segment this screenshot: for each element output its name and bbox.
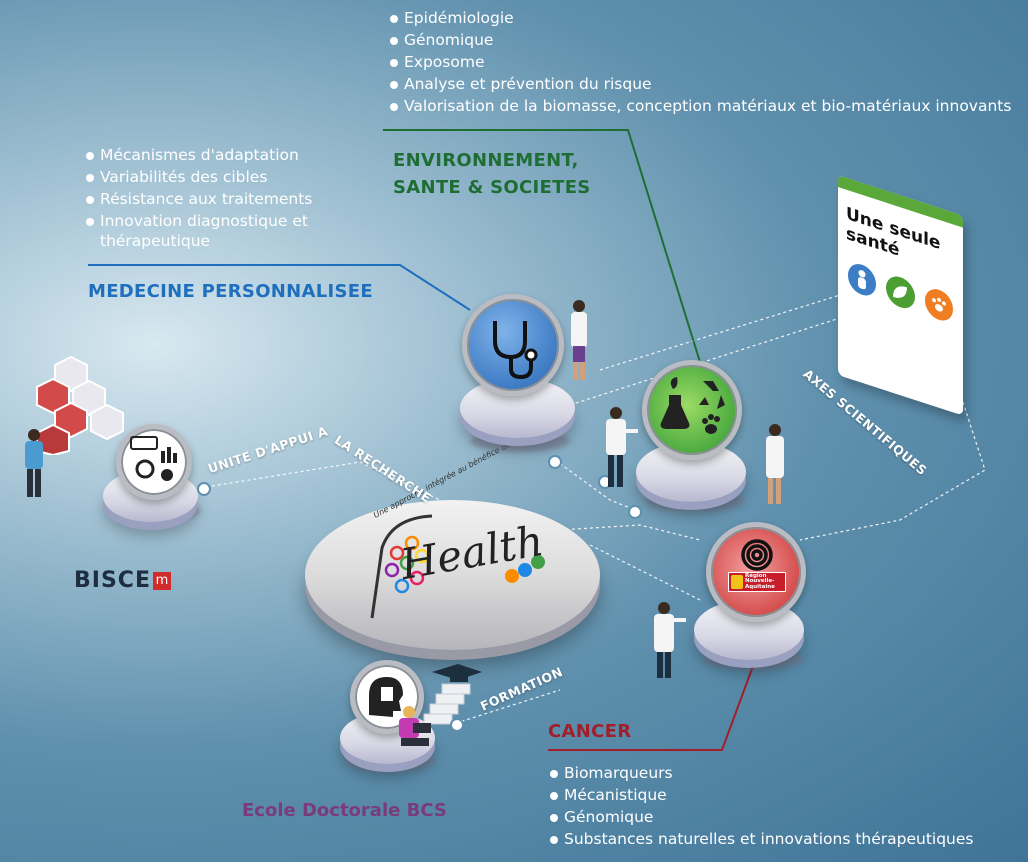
cancer-logo-icon <box>741 539 773 571</box>
bullet-item: Mécanistique <box>548 784 974 806</box>
region-text: Nouvelle- <box>745 578 775 585</box>
chat-icon <box>130 436 158 450</box>
scientist-figure <box>606 407 638 487</box>
environnement-node-icon <box>642 360 742 460</box>
doctor-pointing-figure <box>654 602 686 678</box>
bisce-label: BISCE m <box>74 568 171 593</box>
warning-icon <box>161 469 173 481</box>
region-text: Région <box>745 572 767 579</box>
bisce-badge: m <box>152 571 171 590</box>
human-icon <box>848 260 877 300</box>
stethoscope-icon <box>493 321 538 380</box>
bar-chart-icon <box>161 447 177 463</box>
bullet-item: Biomarqueurs <box>548 762 974 784</box>
bullet-item: Exposome <box>388 51 1011 73</box>
heading-line: ENVIRONNEMENT, <box>393 150 579 171</box>
recycle-icon <box>699 381 725 409</box>
brain-book-icon <box>369 677 403 717</box>
medecine-bullets: Mécanismes d'adaptation Variabilités des… <box>84 144 312 232</box>
doctor-figure <box>571 300 587 380</box>
student-figure <box>399 706 431 746</box>
stethoscope-node-icon <box>462 294 564 396</box>
bullet-item: Innovation diagnostique et <box>84 210 312 232</box>
connector-dot <box>628 505 642 519</box>
connector-dot <box>197 482 211 496</box>
bullet-continuation: thérapeutique <box>100 232 211 250</box>
cancer-heading: CANCER <box>548 721 632 742</box>
connector-dot <box>450 718 464 732</box>
bullet-item: Valorisation de la biomasse, conception … <box>388 95 1011 117</box>
paw-icon <box>924 285 953 325</box>
bullet-item: Substances naturelles et innovations thé… <box>548 828 974 850</box>
bullet-item: Mécanismes d'adaptation <box>84 144 312 166</box>
analyst-figure <box>25 429 43 497</box>
gear-icon <box>135 459 155 479</box>
one-health-card: Une seule santé <box>838 175 963 416</box>
paw-print-icon <box>702 414 720 434</box>
region-text: Aquitaine <box>745 583 775 590</box>
region-logo: Région Nouvelle- Aquitaine <box>728 572 786 592</box>
bullet-item: Génomique <box>388 29 1011 51</box>
bullet-item: Analyse et prévention du risque <box>388 73 1011 95</box>
researcher-figure <box>766 424 784 504</box>
medecine-heading: MEDECINE PERSONNALISEE <box>88 281 373 302</box>
heading-line: SANTE & SOCIETES <box>393 177 591 198</box>
central-platform <box>305 500 600 650</box>
environnement-bullets: Epidémiologie Génomique Exposome Analyse… <box>388 7 1011 117</box>
bisce-node-icon <box>116 424 192 500</box>
bullet-item: Variabilités des cibles <box>84 166 312 188</box>
bullet-item: Epidémiologie <box>388 7 1011 29</box>
connector-dot <box>548 455 562 469</box>
bullet-item: Résistance aux traitements <box>84 188 312 210</box>
health-logo <box>362 508 562 628</box>
bisce-name: BISCE <box>74 568 151 593</box>
hexagon-cluster-icon <box>36 355 124 455</box>
flask-icon <box>660 377 690 429</box>
leaf-icon <box>886 272 915 312</box>
environnement-heading: ENVIRONNEMENT, SANTE & SOCIETES <box>393 147 591 201</box>
cancer-bullets: Biomarqueurs Mécanistique Génomique Subs… <box>548 762 974 850</box>
lion-icon <box>731 575 743 589</box>
bullet-item: Génomique <box>548 806 974 828</box>
ecole-doctorale-label: Ecole Doctorale BCS <box>242 800 447 821</box>
